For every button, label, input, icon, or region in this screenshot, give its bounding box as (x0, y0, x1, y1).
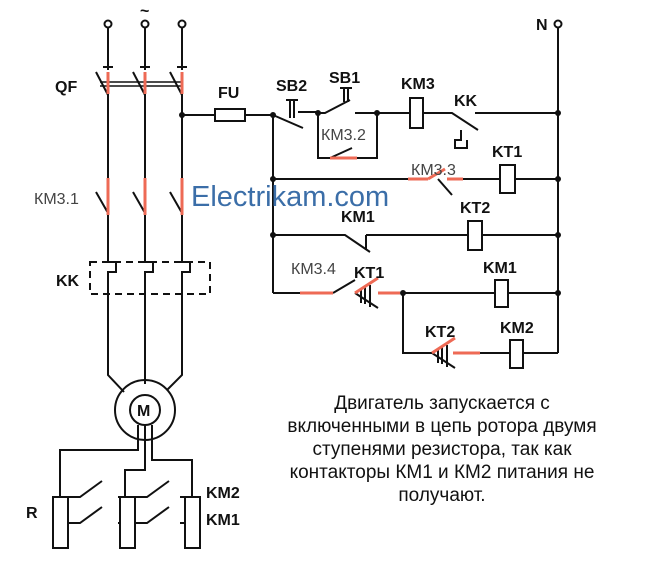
motor (59, 379, 193, 497)
kt1-coil (499, 164, 516, 194)
km1-contact-label: KM1 (341, 209, 375, 226)
kt2-coil (467, 220, 483, 251)
kk-left-label: KK (56, 273, 80, 290)
neutral-label: N (536, 17, 548, 34)
km3-coil (409, 97, 424, 129)
rotor-resistors (52, 480, 201, 549)
kt1-contact-label: KT1 (354, 265, 384, 282)
qf-label: QF (55, 79, 77, 96)
km3-4-label: КМ3.4 (291, 261, 336, 278)
kt1-coil-label: KT1 (492, 144, 522, 161)
fuse (214, 108, 246, 122)
sb2-label: SB2 (276, 78, 307, 95)
r-label: R (26, 505, 38, 522)
control-circuit (179, 28, 561, 369)
km2-coil (509, 339, 524, 369)
motor-label: M (137, 403, 150, 420)
description-note: Двигатель запускается с включенными в це… (287, 393, 597, 506)
power-lines (89, 28, 211, 393)
km3-2-label: КМ3.2 (321, 127, 366, 144)
thermal-relay-box (89, 261, 211, 295)
km1-coil (494, 279, 509, 308)
km3-3-label: КМ3.3 (411, 162, 456, 179)
kt2-contact-label: KT2 (425, 324, 455, 341)
ac-symbol: ~ (140, 3, 149, 20)
kk-top-label: KK (454, 93, 478, 110)
km1-rotor-label: KM1 (206, 512, 240, 529)
km1-coil-label: KM1 (483, 260, 517, 277)
km2-coil-label: KM2 (500, 320, 534, 337)
sb1-label: SB1 (329, 70, 360, 87)
fu-label: FU (218, 85, 239, 102)
km2-rotor-label: KM2 (206, 485, 240, 502)
km3-label: KM3 (401, 76, 435, 93)
watermark: Electrikam.com (191, 181, 389, 213)
kt2-coil-label: KT2 (460, 200, 490, 217)
km3-1-label: КМ3.1 (34, 191, 79, 208)
supply-terminals (103, 19, 563, 29)
